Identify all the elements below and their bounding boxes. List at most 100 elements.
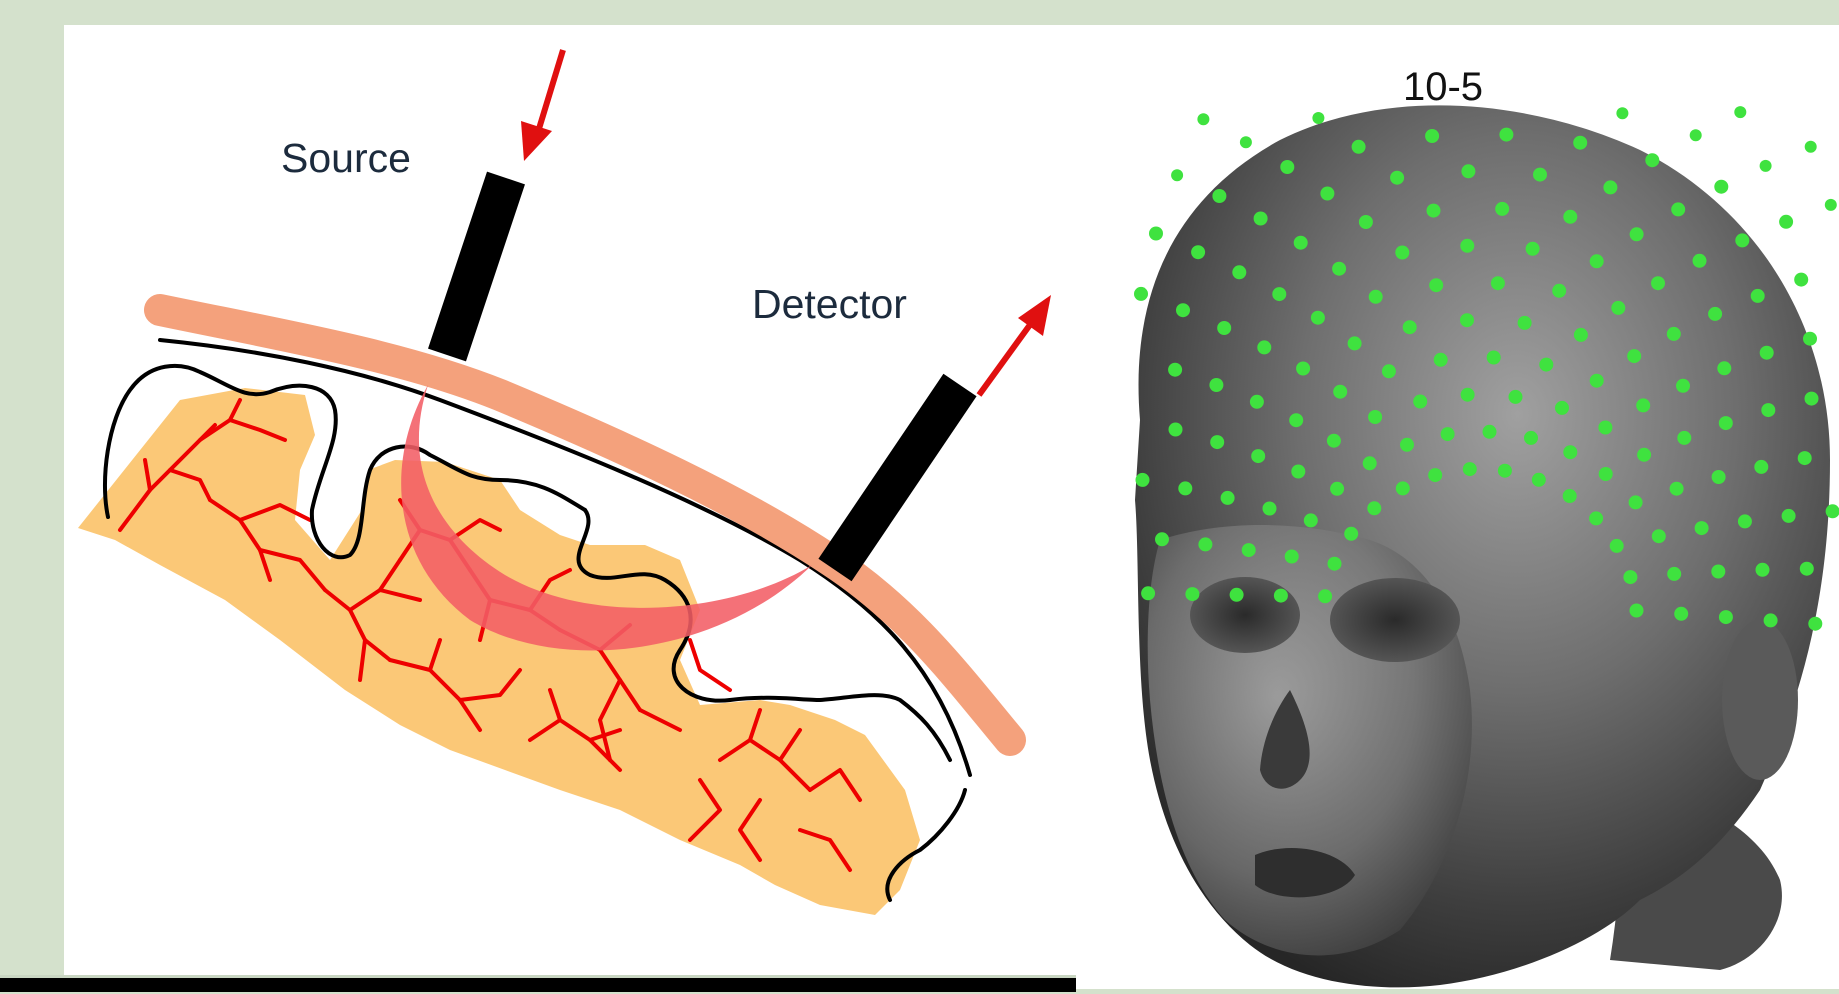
electrode-dot [1616,107,1628,119]
electrode-dot [1263,502,1277,516]
head-model-panel: 10-5 [1120,25,1839,989]
electrode-dot [1330,482,1344,496]
electrode-dot [1149,227,1163,241]
electrode-dot [1460,239,1474,253]
electrode-dot [1555,401,1569,415]
electrode-dot [1348,336,1362,350]
electrode-dot [1629,495,1643,509]
electrode-dot [1332,262,1346,276]
electrode-dot [1667,327,1681,341]
electrode-dot [1782,509,1796,523]
electrode-dot [1425,129,1439,143]
electrode-dot [1461,164,1475,178]
electrode-dot [1498,464,1512,478]
electrode-dot [1136,473,1150,487]
electrode-dot [1695,521,1709,535]
electrode-dot [1487,351,1501,365]
electrode-dot [1509,390,1523,404]
electrode-dot [1400,438,1414,452]
electrode-dot [1221,491,1235,505]
electrode-dot [1185,587,1199,601]
electrode-dot [1168,363,1182,377]
electrode-dot [1499,128,1513,142]
electrode-dot [1197,113,1209,125]
electrode-dot [1296,362,1310,376]
electrode-dot [1563,445,1577,459]
electrode-dot [1800,562,1814,576]
electrode-dot [1155,532,1169,546]
electrode-dot [1429,278,1443,292]
electrode-dot [1304,513,1318,527]
electrode-dot [1805,141,1817,153]
electrode-dot [1134,287,1148,301]
electrode-dot [1667,567,1681,581]
electrode-dot [1676,379,1690,393]
electrode-dot [1460,313,1474,327]
electrode-dot [1318,589,1332,603]
input-arrow [521,50,563,161]
electrode-dot [1599,467,1613,481]
electrode-dot [1359,215,1373,229]
electrode-dot [1563,489,1577,503]
bottom-bar [0,975,1076,992]
electrode-dot [1176,303,1190,317]
electrode-dot [1760,160,1772,172]
electrode-dot [1645,153,1659,167]
electrode-dot [1368,410,1382,424]
electrode-dot [1254,212,1268,226]
optical-path-panel: Source Detector [64,25,1120,989]
electrode-dot [1294,236,1308,250]
electrode-dot [1413,395,1427,409]
electrode-dot [1751,289,1765,303]
electrode-dot [1808,617,1822,631]
electrode-dot [1533,168,1547,182]
electrode-dot [1274,589,1288,603]
electrode-dot [1369,290,1383,304]
electrode-dot [1328,557,1342,571]
electrode-dot [1428,468,1442,482]
electrode-dot [1690,129,1702,141]
electrode-dot [1590,374,1604,388]
electrode-dot [1798,451,1812,465]
electrode-dot [1495,202,1509,216]
electrode-dot [1590,254,1604,268]
electrode-dot [1217,321,1231,335]
electrode-dot [1630,604,1644,618]
electrode-dot [1610,539,1624,553]
electrode-dot [1539,358,1553,372]
electrode-dot [1280,160,1294,174]
electrode-dot [1441,427,1455,441]
electrode-dot [1526,242,1540,256]
electrode-dot [1719,416,1733,430]
electrode-dot [1178,481,1192,495]
electrode-dot [1779,215,1793,229]
electrode-dot [1396,481,1410,495]
electrode-dot [1461,388,1475,402]
electrode-dot [1803,332,1817,346]
electrode-dot [1589,511,1603,525]
electrode-dot [1627,349,1641,363]
electrode-dot [1708,307,1722,321]
infant-head-model: 10-5 [1120,25,1839,989]
electrode-dot [1574,328,1588,342]
electrode-dot [1825,199,1837,211]
electrode-dot [1756,563,1770,577]
montage-label: 10-5 [1403,65,1483,109]
electrode-dot [1232,265,1246,279]
electrode-dot [1242,543,1256,557]
electrode-dot [1251,449,1265,463]
electrode-dot [1198,537,1212,551]
electrode-dot [1573,136,1587,150]
electrode-dot [1285,550,1299,564]
electrode-dot [1711,565,1725,579]
electrode-dot [1677,431,1691,445]
electrode-dot [1403,320,1417,334]
detector-label: Detector [752,281,907,327]
electrode-dot [1209,378,1223,392]
source-label: Source [281,135,411,181]
electrode-dot [1240,136,1252,148]
electrode-dot [1636,398,1650,412]
electrode-dot [1719,610,1733,624]
electrode-dot [1760,346,1774,360]
output-arrow [979,295,1051,395]
